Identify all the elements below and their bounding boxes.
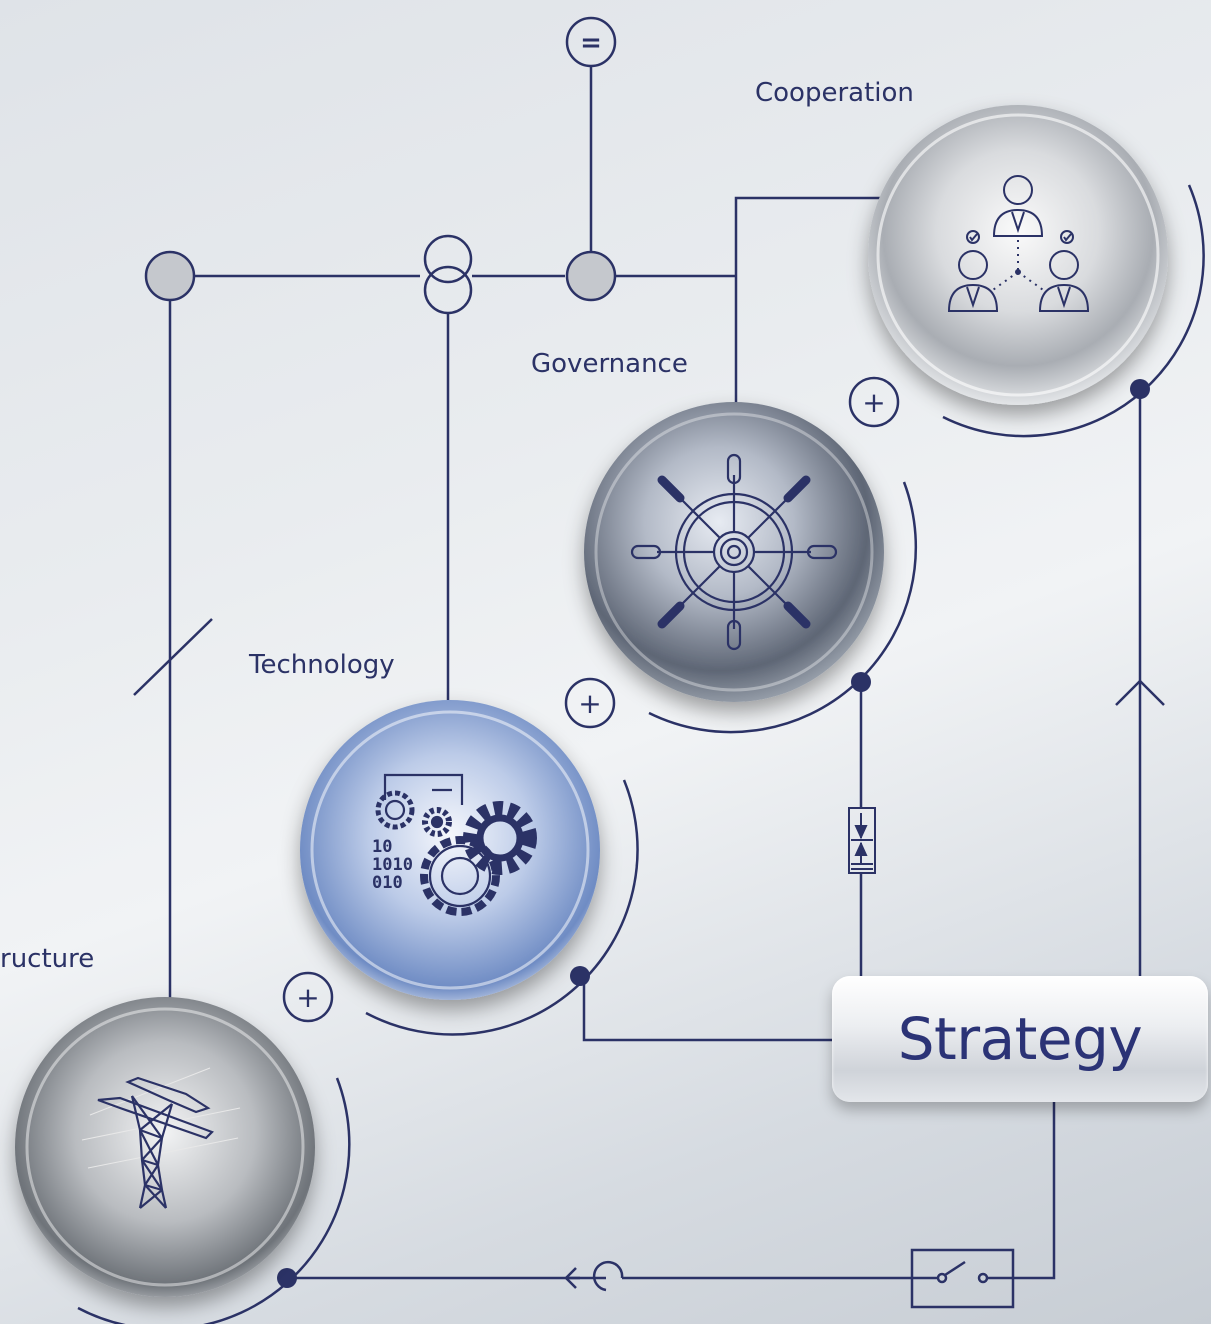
label-cooperation: Cooperation xyxy=(755,78,914,108)
team-people-icon xyxy=(947,175,1090,312)
strategy-label: Strategy xyxy=(897,1005,1143,1073)
svg-text:10: 10 xyxy=(372,837,392,857)
bus-nodes xyxy=(144,250,617,302)
plus-node-technology: + xyxy=(564,677,616,729)
label-infrastructure: ructure xyxy=(0,944,94,974)
label-technology: Technology xyxy=(248,650,395,680)
gears-binary-icon: 10 1010 010 xyxy=(372,773,537,916)
bus-node-left xyxy=(144,250,196,302)
plus-node-governance: + xyxy=(848,376,900,428)
transformer-symbol xyxy=(423,234,473,315)
svg-text:1010: 1010 xyxy=(372,855,413,875)
plus-node-infrastructure: + xyxy=(282,971,334,1023)
switch-symbol xyxy=(910,1248,1015,1309)
endpoint-dots xyxy=(277,379,1150,1288)
equals-sign: = xyxy=(580,28,602,58)
ship-wheel-icon xyxy=(630,453,838,651)
up-arrow xyxy=(1115,679,1165,706)
bus-node-right xyxy=(565,250,617,302)
svg-text:+: + xyxy=(862,386,885,419)
power-pylon-icon xyxy=(81,1067,241,1209)
label-governance: Governance xyxy=(531,349,688,379)
break-slash xyxy=(133,618,213,696)
governance-button[interactable] xyxy=(584,402,884,702)
infrastructure-button[interactable] xyxy=(15,997,315,1297)
svg-text:010: 010 xyxy=(372,873,403,893)
hook-symbol xyxy=(564,1260,624,1292)
strategy-button[interactable]: Strategy xyxy=(832,976,1208,1102)
equals-node xyxy=(565,16,617,68)
svg-text:+: + xyxy=(578,687,601,720)
diode-symbol xyxy=(848,807,876,874)
technology-button[interactable] xyxy=(300,700,600,1000)
svg-text:+: + xyxy=(296,981,319,1014)
